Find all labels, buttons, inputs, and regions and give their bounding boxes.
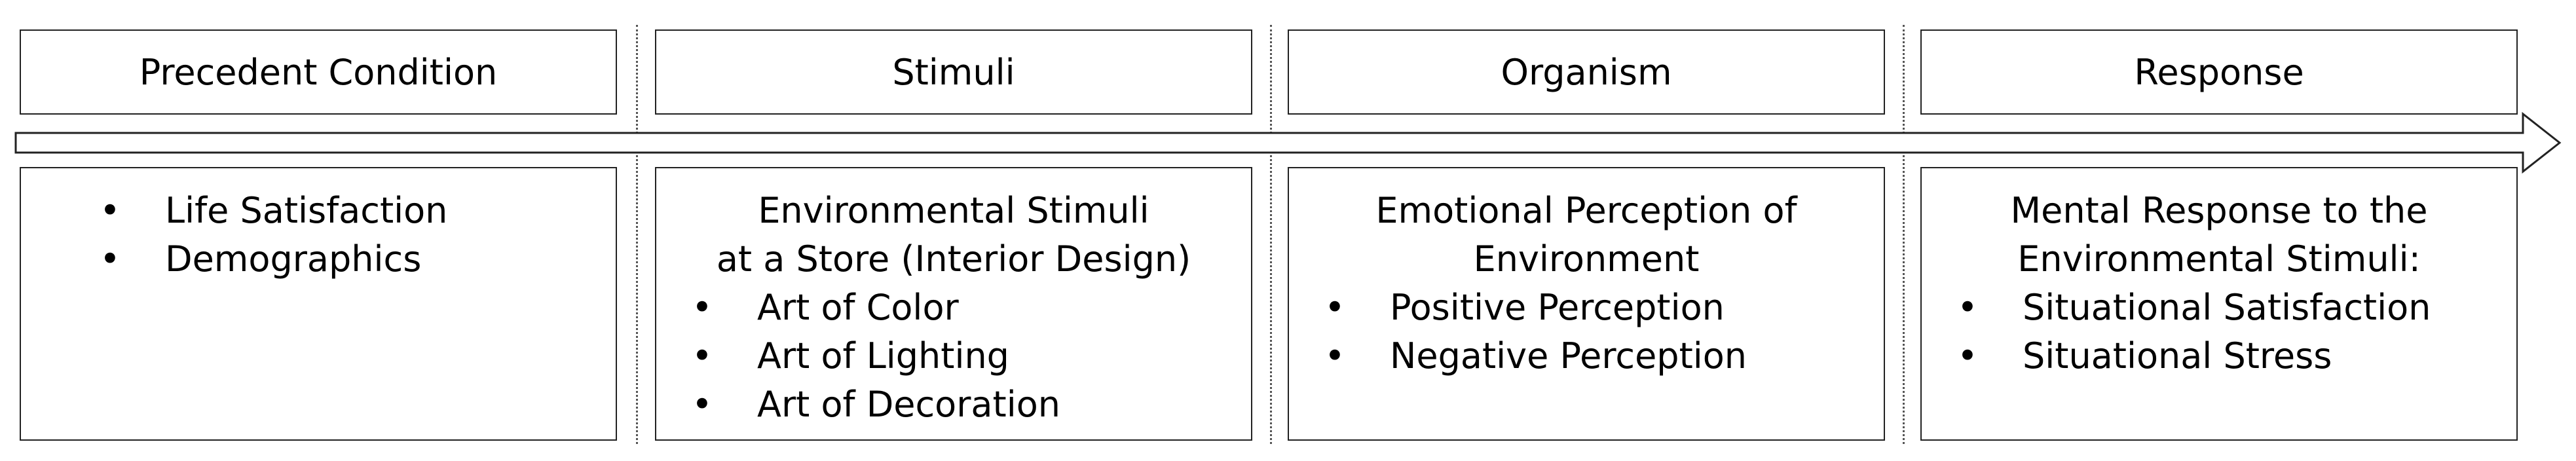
stage-content-precedent-condition: • Life Satisfaction • Demographics <box>20 167 617 441</box>
bullet-text: Art of Color <box>757 287 959 328</box>
bullet-item: • Positive Perception <box>1309 284 1864 332</box>
bullet-list: • Positive Perception • Negative Perceptio… <box>1309 284 1864 380</box>
bullet-item: • Negative Perception <box>1309 332 1864 380</box>
bullet-list: • Situational Satisfaction • Situational S… <box>1941 284 2497 380</box>
bullet-text: Demographics <box>165 238 422 280</box>
bullet-item: • Demographics <box>41 235 596 284</box>
stage-content-stimuli: Environmental Stimuli at a Store (Interi… <box>655 167 1252 441</box>
flow-arrow-icon <box>14 111 2562 174</box>
bullet-icon: • <box>1957 335 1978 377</box>
stage-description-line: at a Store (Interior Design) <box>716 238 1191 280</box>
bullet-item: • Life Satisfaction <box>41 187 596 235</box>
flow-arrow <box>14 111 2562 174</box>
bullet-list: • Art of Color • Art of Lighting • Art of D… <box>676 284 1231 429</box>
stage-header-organism: Organism <box>1288 29 1885 115</box>
bullet-item: • Art of Decoration <box>676 380 1231 429</box>
stage-content-response: Mental Response to the Environmental Sti… <box>1920 167 2518 441</box>
bullet-text: Negative Perception <box>1390 335 1747 377</box>
bullet-text: Art of Lighting <box>757 335 1009 377</box>
stage-divider-3 <box>1903 25 1905 444</box>
stage-description-line: Mental Response to the <box>2010 190 2428 231</box>
bullet-icon: • <box>692 287 713 328</box>
bullet-text: Situational Satisfaction <box>2023 287 2431 328</box>
bullet-text: Positive Perception <box>1390 287 1725 328</box>
bullet-text: Situational Stress <box>2023 335 2332 377</box>
bullet-item: • Art of Color <box>676 284 1231 332</box>
stage-content-organism: Emotional Perception of Environment • Pos… <box>1288 167 1885 441</box>
stage-header-label: Response <box>2134 51 2304 93</box>
bullet-item: • Art of Lighting <box>676 332 1231 380</box>
bullet-text: Art of Decoration <box>757 384 1060 425</box>
bullet-list: • Life Satisfaction • Demographics <box>41 187 596 284</box>
bullet-icon: • <box>1957 287 1978 328</box>
bullet-icon: • <box>100 190 121 231</box>
bullet-item: • Situational Stress <box>1941 332 2497 380</box>
stage-description-line: Environment <box>1473 238 1700 280</box>
bullet-item: • Situational Satisfaction <box>1941 284 2497 332</box>
stage-header-response: Response <box>1920 29 2518 115</box>
bullet-icon: • <box>692 384 713 425</box>
bullet-text: Life Satisfaction <box>165 190 448 231</box>
bullet-icon: • <box>100 238 121 280</box>
stage-header-precedent-condition: Precedent Condition <box>20 29 617 115</box>
stage-header-label: Precedent Condition <box>139 51 498 93</box>
bullet-icon: • <box>692 335 713 377</box>
stage-header-stimuli: Stimuli <box>655 29 1252 115</box>
stage-divider-2 <box>1270 25 1272 444</box>
stage-description-line: Environmental Stimuli: <box>2017 238 2421 280</box>
stage-header-label: Stimuli <box>892 51 1015 93</box>
stage-description-line: Emotional Perception of <box>1375 190 1797 231</box>
bullet-icon: • <box>1324 335 1345 377</box>
stage-header-label: Organism <box>1501 51 1672 93</box>
bullet-icon: • <box>1324 287 1345 328</box>
stage-description-line: Environmental Stimuli <box>758 190 1149 231</box>
stage-divider-1 <box>636 25 638 444</box>
